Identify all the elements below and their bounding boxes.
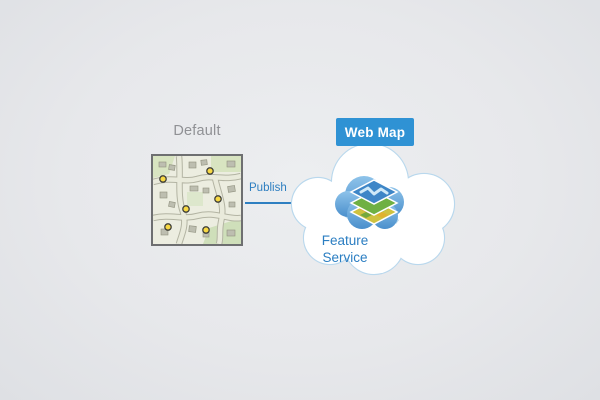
web-map-badge: Web Map [336,118,414,146]
publish-label: Publish [249,182,287,194]
point-markers [159,167,222,234]
map-title-label: Default [173,123,221,139]
feature-service-label: Feature Service [321,233,369,265]
map-thumbnail [151,154,243,246]
layers-stack-icon [349,179,399,225]
cloud-icon [290,142,456,276]
street-map-icon [153,156,241,244]
